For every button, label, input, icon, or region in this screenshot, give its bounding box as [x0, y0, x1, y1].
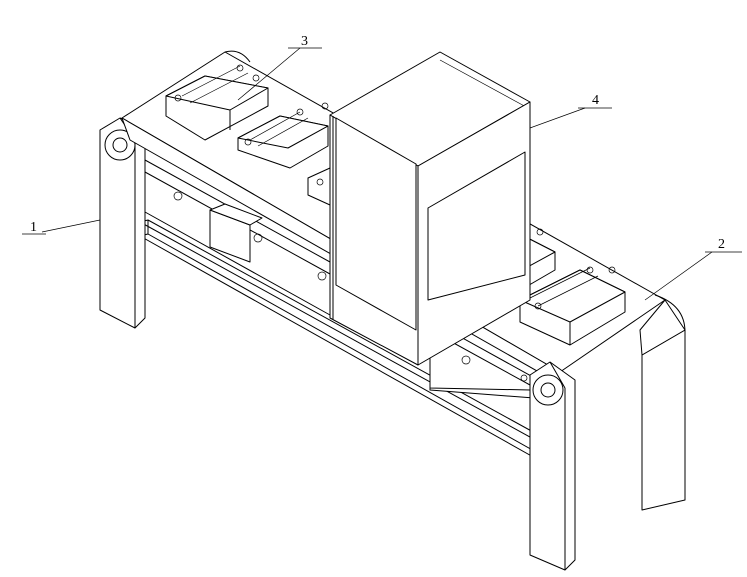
callout-label-3: 3: [301, 34, 308, 49]
fixture-box-1: [165, 64, 269, 141]
right-leg: [529, 361, 576, 571]
callout-label-2: 2: [718, 237, 725, 252]
rail-fasteners: [173, 191, 528, 382]
callout-label-4: 4: [592, 93, 599, 108]
callout-4: 4: [529, 93, 612, 129]
inspection-housing: [329, 51, 531, 366]
fixture-box-5: [519, 266, 626, 346]
drive-motor: [209, 203, 263, 263]
callout-label-1: 1: [30, 220, 37, 235]
left-leg: [99, 117, 146, 329]
callout-2: 2: [644, 237, 742, 301]
callout-1: 1: [22, 219, 101, 235]
fixture-box-2: [237, 102, 329, 169]
callout-3: 3: [237, 34, 322, 101]
rear-right-leg: [639, 299, 686, 511]
